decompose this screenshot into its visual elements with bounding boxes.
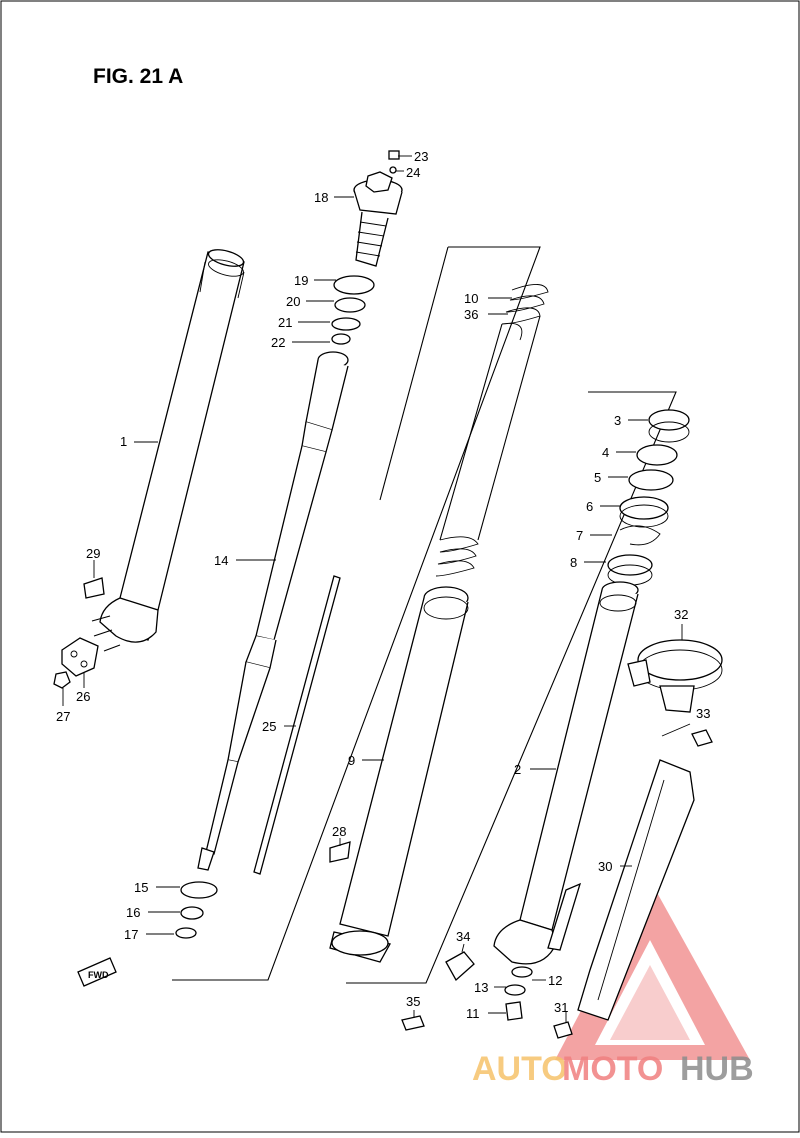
- rod-25: [253, 575, 341, 875]
- callout-17: 17: [124, 927, 138, 942]
- callout-34: 34: [456, 929, 470, 944]
- washer-12: [511, 966, 533, 978]
- figure-title: FIG. 21 A: [93, 65, 183, 88]
- spring-10: [435, 284, 549, 577]
- callout-29: 29: [86, 546, 100, 561]
- callout-3: 3: [614, 413, 621, 428]
- callout-9: 9: [348, 753, 355, 768]
- callout-25: 25: [262, 719, 276, 734]
- drain-bolt-11: [505, 1001, 523, 1021]
- label-sticker-29: [83, 577, 105, 599]
- bolt-35: [401, 1015, 425, 1031]
- washer-5: [628, 469, 674, 491]
- callout-18: 18: [314, 190, 328, 205]
- group-box-left-side: [379, 246, 449, 501]
- axle-holder-26: [61, 637, 99, 677]
- ring-22: [331, 333, 351, 345]
- callout-13: 13: [474, 980, 488, 995]
- fwd-label: FWD: [88, 970, 109, 980]
- callout-11: 11: [466, 1006, 480, 1021]
- callout-4: 4: [602, 445, 609, 460]
- callout-2: 2: [514, 762, 521, 777]
- callout-19: 19: [294, 273, 308, 288]
- watermark-part1: AUTO: [472, 1050, 568, 1088]
- seal-20: [334, 297, 366, 313]
- watermark-text: AUTO MOTO HUB: [472, 1050, 754, 1088]
- outer-tube-2: [493, 581, 639, 965]
- callout-20: 20: [286, 294, 300, 309]
- ring-17: [175, 927, 197, 939]
- damper-rod-14: [197, 351, 349, 871]
- callout-5: 5: [594, 470, 601, 485]
- callout-26: 26: [76, 689, 90, 704]
- callout-31: 31: [554, 1000, 568, 1015]
- callout-27: 27: [56, 709, 70, 724]
- label-sticker-28: [329, 841, 351, 863]
- watermark-part2: MOTO: [562, 1050, 663, 1088]
- bushing-15: [180, 881, 218, 899]
- ring-13: [504, 984, 526, 996]
- group-box-left: [172, 246, 541, 981]
- ring-21: [331, 317, 361, 331]
- inner-tube-9: [329, 586, 469, 963]
- callout-12: 12: [548, 973, 562, 988]
- oil-seal-6: [619, 496, 669, 520]
- callout-30: 30: [598, 859, 612, 874]
- clamp-32: [627, 639, 723, 713]
- outer-tube-1: [91, 249, 245, 652]
- bolt-31: [553, 1021, 573, 1039]
- watermark-part3: HUB: [680, 1050, 754, 1088]
- washer-24: [389, 166, 397, 174]
- bushing-3: [648, 409, 690, 431]
- o-ring-19: [333, 275, 375, 295]
- callout-36: 36: [464, 307, 478, 322]
- bushing-4: [636, 444, 678, 466]
- callout-32: 32: [674, 607, 688, 622]
- stopper-ring-7: [619, 525, 661, 546]
- callout-21: 21: [278, 315, 292, 330]
- callout-24: 24: [406, 165, 420, 180]
- callout-35: 35: [406, 994, 420, 1009]
- callout-1: 1: [120, 434, 127, 449]
- callout-6: 6: [586, 499, 593, 514]
- callout-10: 10: [464, 291, 478, 306]
- callout-23: 23: [414, 149, 428, 164]
- ring-16: [180, 906, 204, 920]
- fork-guard-30: [577, 759, 695, 1021]
- callout-33: 33: [696, 706, 710, 721]
- nut-27: [53, 671, 71, 689]
- callout-group: 1 2 3 4 5 6 7 8 9 10 11 12 13 14 15 16 1: [56, 149, 710, 1022]
- callout-8: 8: [570, 555, 577, 570]
- bolt-23: [388, 150, 400, 160]
- callout-28: 28: [332, 824, 346, 839]
- callout-14: 14: [214, 553, 228, 568]
- top-cap-18: [353, 171, 403, 267]
- fwd-indicator: FWD: [77, 957, 117, 987]
- callout-7: 7: [576, 528, 583, 543]
- bolt-33: [691, 729, 713, 747]
- callout-15: 15: [134, 880, 148, 895]
- callout-22: 22: [271, 335, 285, 350]
- group-box-right: [346, 391, 677, 984]
- bracket-34: [445, 951, 475, 982]
- callout-16: 16: [126, 905, 140, 920]
